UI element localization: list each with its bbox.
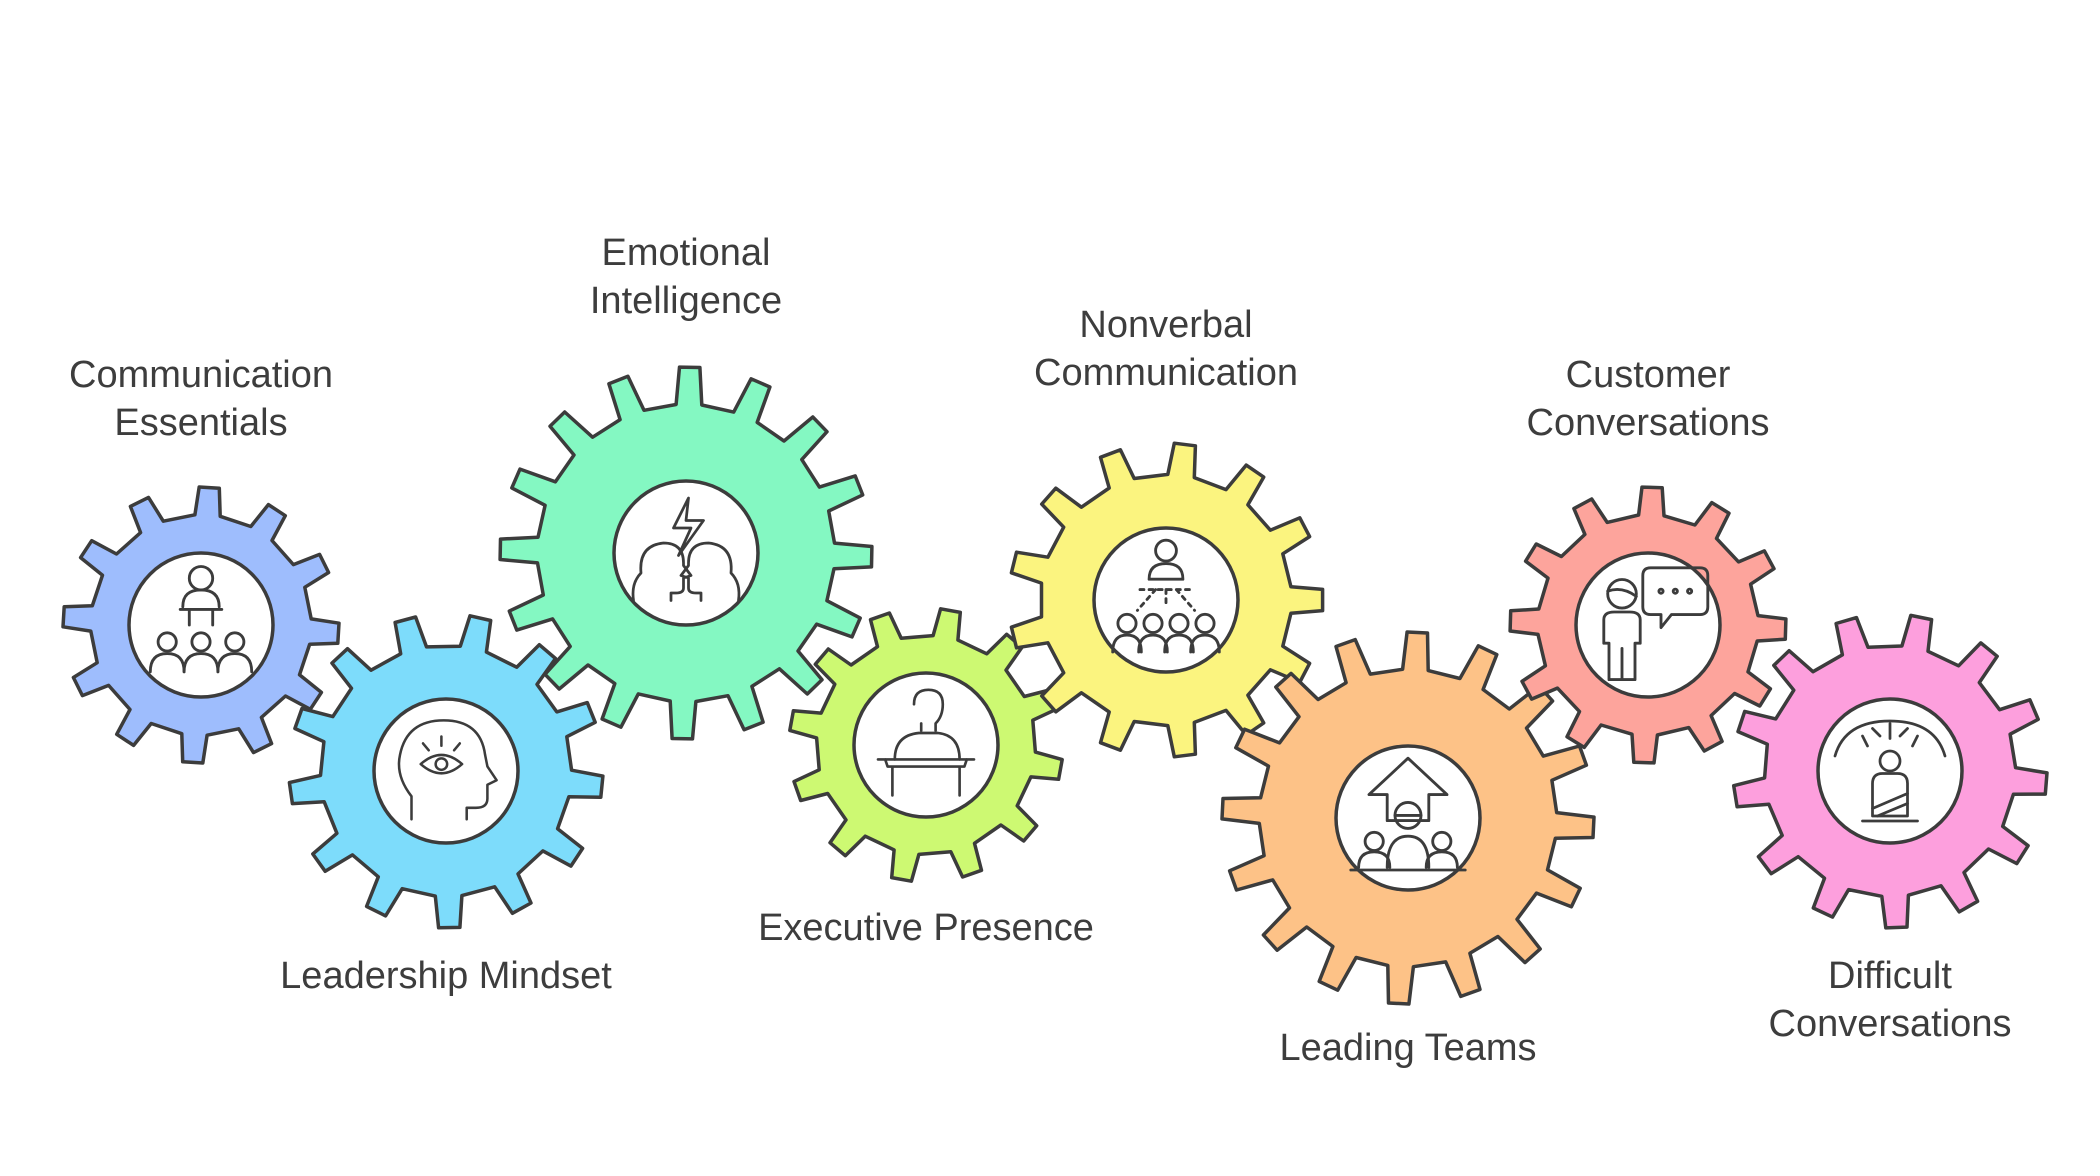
label-leadership-mindset: Leadership Mindset [280, 955, 612, 997]
gear-hub-leading-teams [1334, 744, 1482, 892]
label-line-communication-essentials: Essentials [114, 402, 287, 444]
gear-hub-communication-essentials [127, 551, 275, 699]
gear-leading-teams [1220, 630, 1596, 1006]
label-line-leadership-mindset: Leadership Mindset [280, 955, 612, 997]
label-line-customer-conversations: Conversations [1527, 402, 1770, 444]
label-executive-presence: Executive Presence [758, 907, 1094, 949]
gear-communication-essentials [61, 485, 341, 765]
label-leading-teams: Leading Teams [1279, 1027, 1536, 1069]
gear-emotional-intelligence [498, 365, 874, 741]
gear-customer-conversations [1508, 485, 1788, 765]
label-line-difficult-conversations: Conversations [1769, 1003, 2012, 1045]
label-line-nonverbal-communication: Nonverbal [1079, 304, 1252, 346]
label-line-customer-conversations: Customer [1566, 354, 1731, 396]
gear-hub-executive-presence [852, 671, 1000, 819]
gear-nonverbal-communication [1009, 441, 1325, 759]
label-line-emotional-intelligence: Emotional [602, 232, 771, 274]
label-line-executive-presence: Executive Presence [758, 907, 1094, 949]
label-line-emotional-intelligence: Intelligence [590, 280, 782, 322]
label-line-leading-teams: Leading Teams [1279, 1027, 1536, 1069]
gear-leadership-mindset [287, 614, 605, 930]
gear-hub-emotional-intelligence [612, 479, 760, 627]
label-line-nonverbal-communication: Communication [1034, 352, 1298, 394]
label-line-difficult-conversations: Difficult [1828, 955, 1952, 997]
gear-difficult-conversations [1731, 613, 2049, 930]
gear-executive-presence [788, 607, 1064, 883]
label-line-communication-essentials: Communication [69, 354, 333, 396]
gear-hub-customer-conversations [1574, 551, 1722, 699]
